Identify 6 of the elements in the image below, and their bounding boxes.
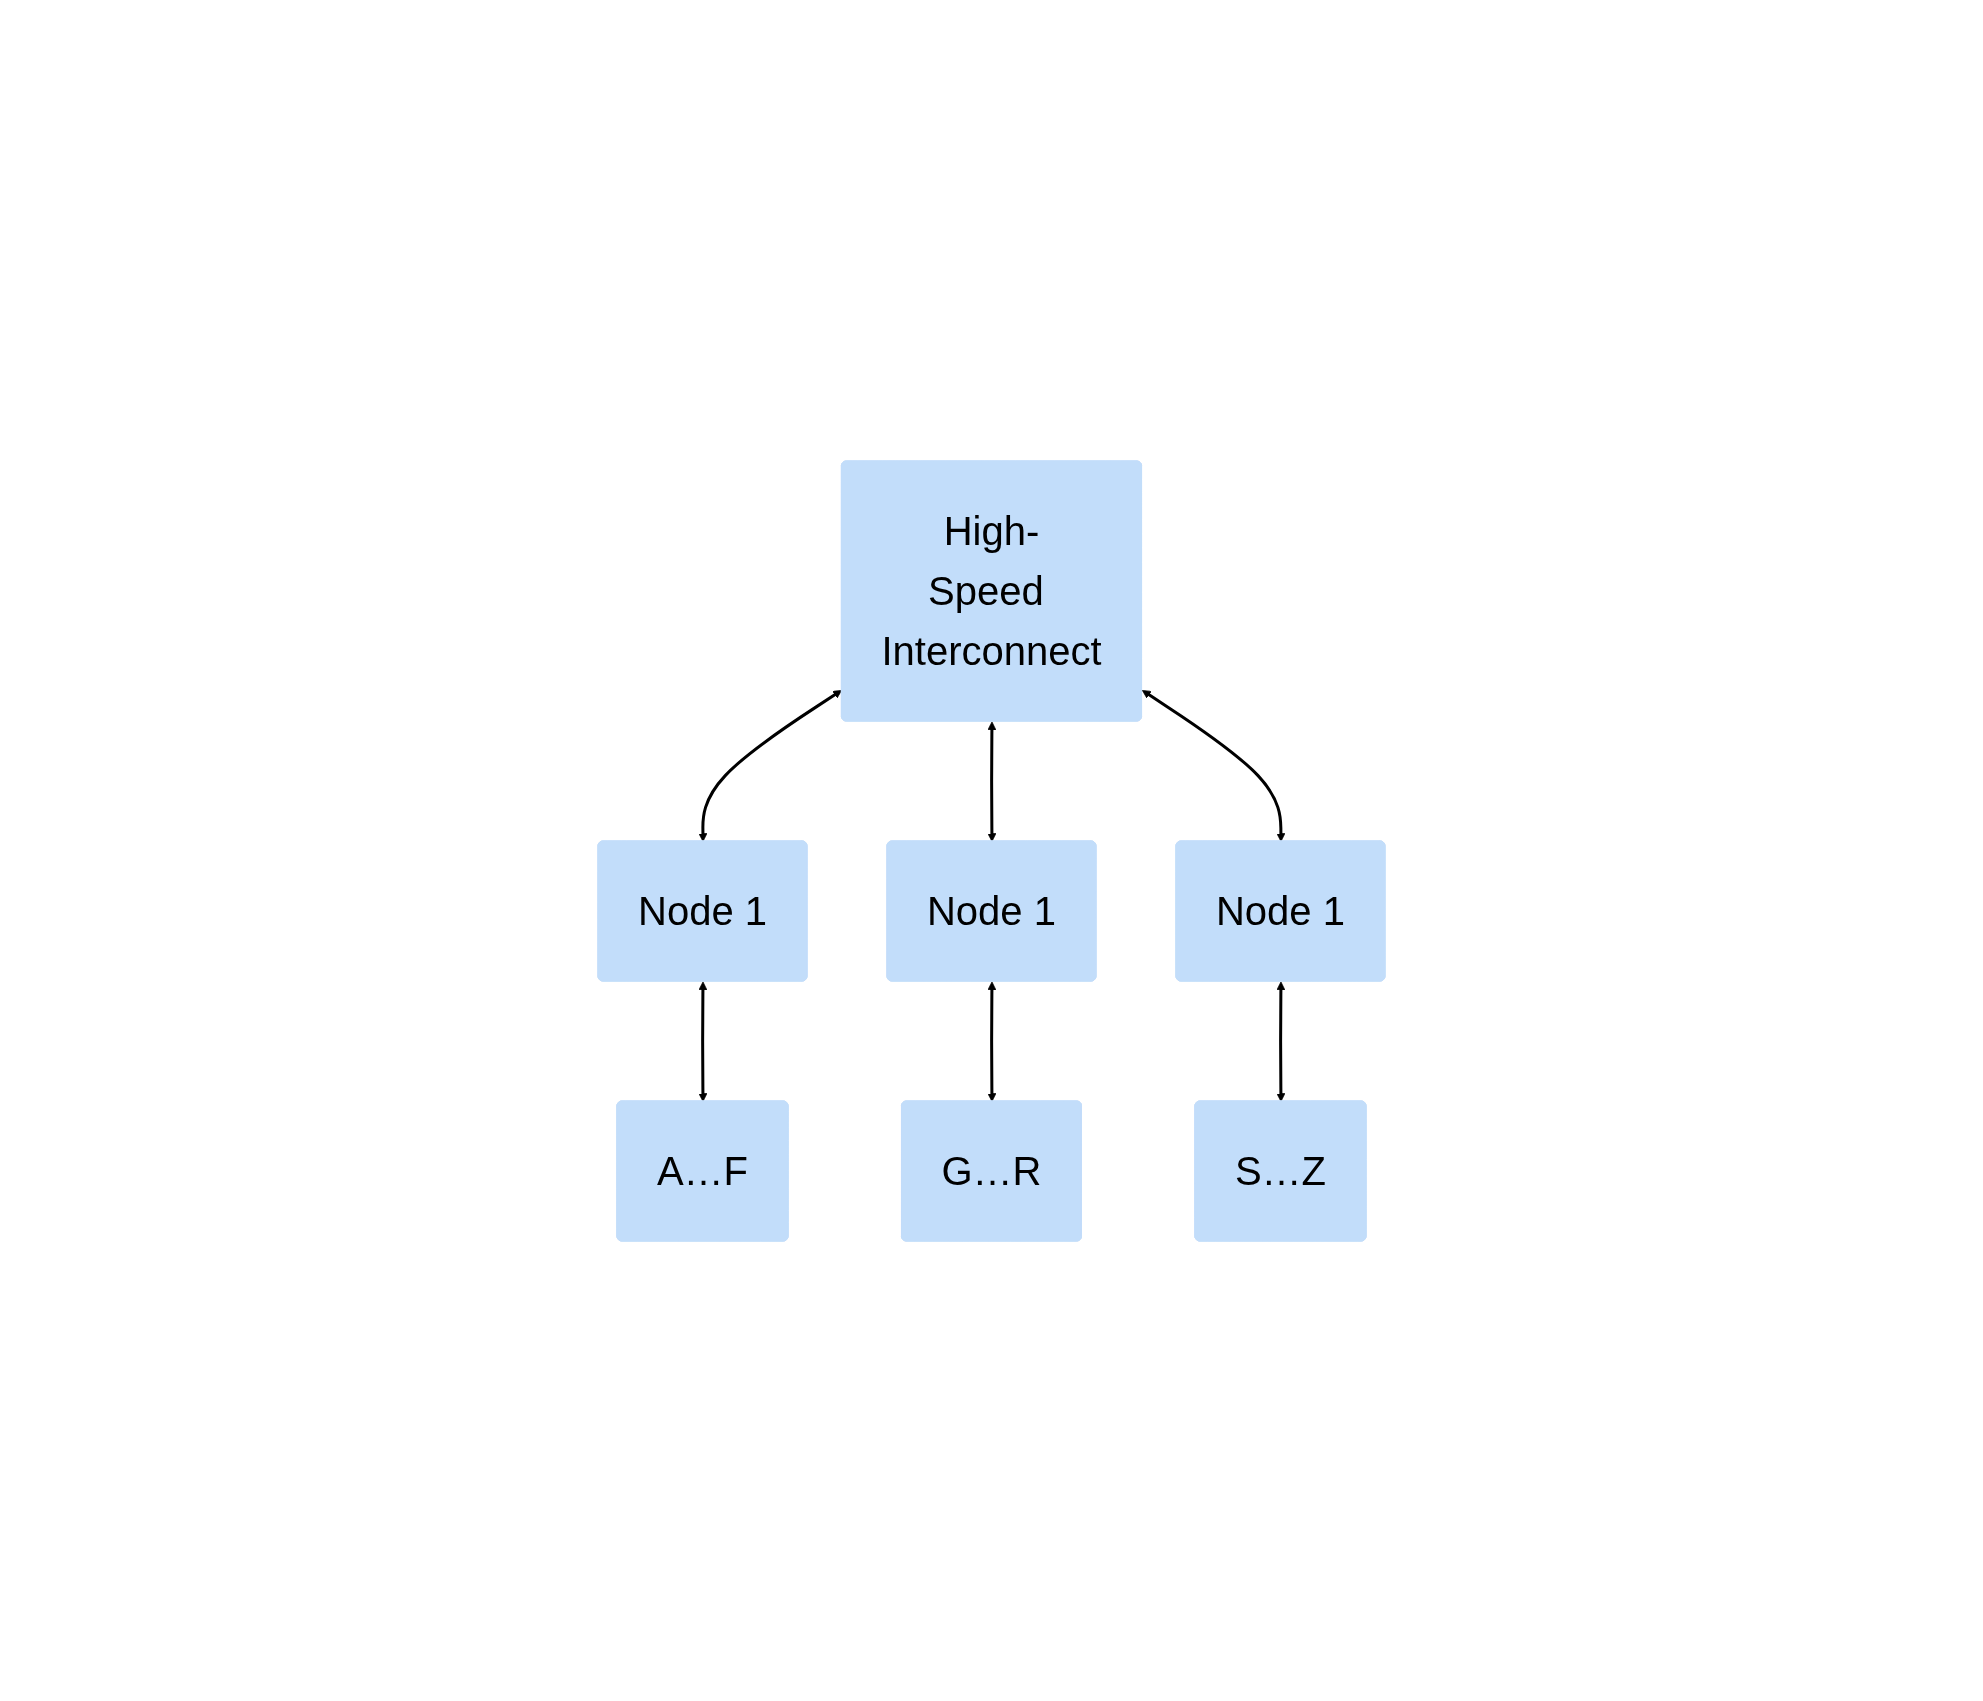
arrow — [698, 981, 708, 1102]
arrow — [1142, 689, 1286, 842]
arrow — [698, 689, 842, 842]
arrow — [987, 721, 997, 842]
arrow — [987, 981, 997, 1102]
arrow — [1276, 981, 1286, 1102]
